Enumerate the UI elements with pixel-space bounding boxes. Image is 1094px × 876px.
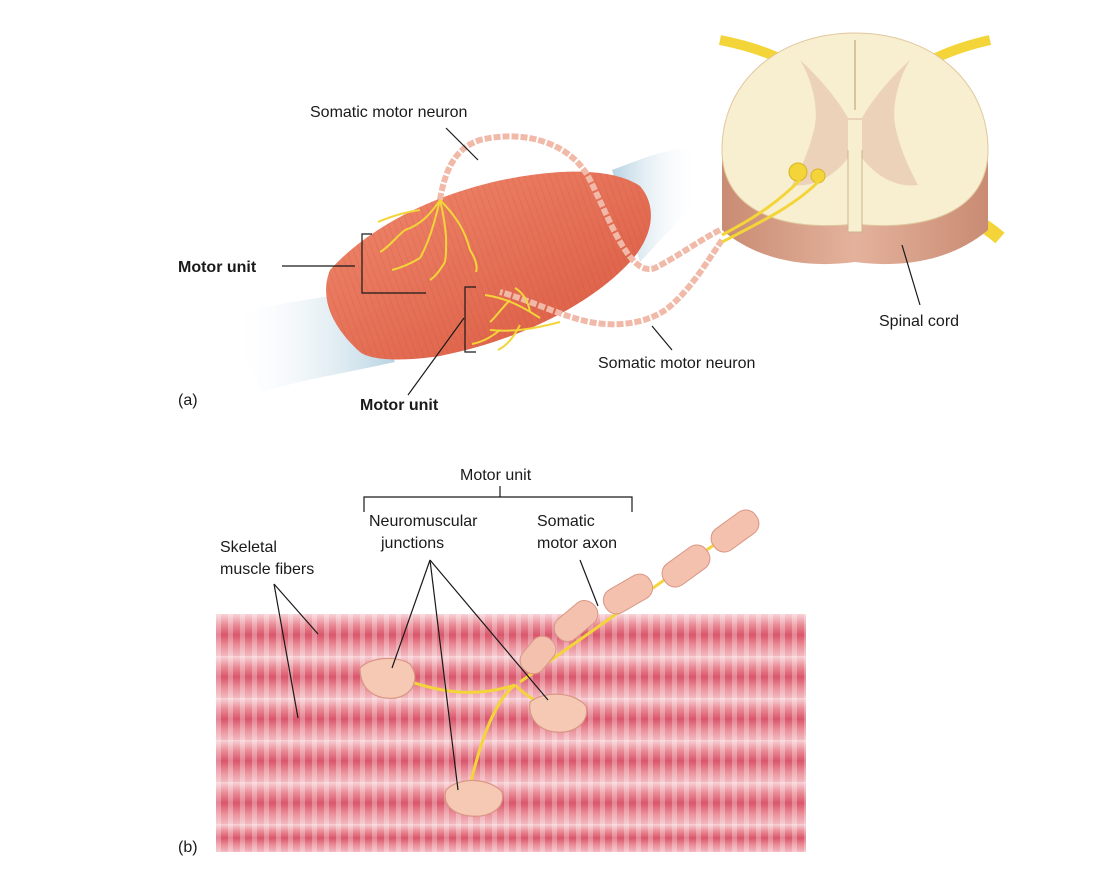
panel-b-tag: (b)	[178, 839, 198, 856]
label-somatic-axon-line1: Somatic	[537, 513, 595, 530]
leader-nmj-2	[429, 559, 549, 701]
neuromuscular-junction-1	[359, 657, 416, 699]
leader-somatic-axon	[579, 559, 599, 607]
leader-somatic-bottom	[651, 325, 673, 351]
neuromuscular-junction-3	[444, 779, 504, 817]
leader-nmj-1	[391, 559, 431, 669]
somatic-motor-axon	[519, 509, 760, 684]
neuromuscular-junction-2	[529, 693, 588, 733]
bracket-motor-unit-b	[363, 496, 633, 512]
panel-a-tag: (a)	[178, 392, 198, 409]
label-motor-unit-bottom: Motor unit	[360, 397, 439, 414]
leader-somatic-top	[445, 127, 479, 161]
leader-skeletal-1	[273, 583, 319, 635]
label-skeletal-line1: Skeletal	[220, 539, 277, 556]
label-motor-unit-left: Motor unit	[178, 259, 257, 276]
label-skeletal-line2: muscle fibers	[220, 561, 314, 578]
bracket-motor-unit-2	[464, 286, 476, 353]
skeletal-muscle-fibers	[216, 614, 806, 852]
label-somatic-motor-neuron-top: Somatic motor neuron	[310, 104, 467, 121]
label-neuromuscular-line2: junctions	[380, 535, 444, 552]
label-neuromuscular-line1: Neuromuscular	[369, 513, 478, 530]
leader-nmj-3	[429, 559, 459, 791]
leader-motor-unit-bottom	[407, 317, 465, 396]
motor-unit-2-branches	[471, 287, 561, 351]
panel-a: Somatic motor neuron Motor unit Somatic …	[178, 32, 1005, 414]
label-somatic-motor-neuron-bottom: Somatic motor neuron	[598, 355, 755, 372]
label-motor-unit-b: Motor unit	[460, 467, 532, 484]
neuromuscular-junctions	[359, 657, 588, 817]
label-somatic-axon-line2: motor axon	[537, 535, 617, 552]
leader-spinal-cord	[901, 244, 921, 306]
label-spinal-cord: Spinal cord	[879, 313, 959, 330]
muscle-fascicle-lines	[326, 171, 651, 360]
somatic-motor-neuron-1	[437, 133, 722, 273]
panel-b: Motor unit Neuromuscular junctions Somat…	[178, 467, 806, 856]
spinal-cord	[719, 32, 1005, 265]
motor-unit-1-branches	[377, 199, 478, 281]
leader-skeletal-2	[273, 583, 299, 719]
bracket-motor-unit-1	[361, 233, 426, 294]
